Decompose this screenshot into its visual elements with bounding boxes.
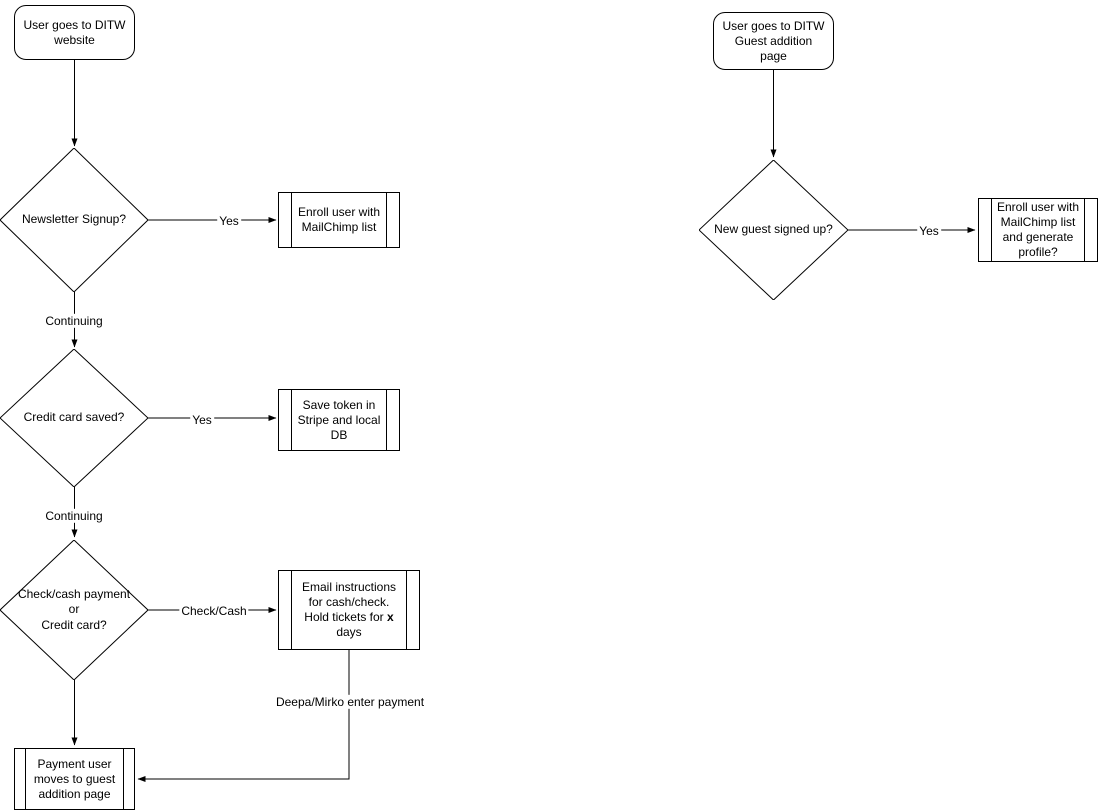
- subroutine-left-bar: [25, 749, 26, 809]
- process-payment-user-moves: Payment user moves to guest addition pag…: [14, 748, 135, 810]
- process-email-instructions: Email instructions for cash/check. Hold …: [278, 570, 420, 650]
- subroutine-left-bar: [291, 571, 292, 649]
- edge-label-yes-right: Yes: [917, 223, 941, 239]
- decision-new-guest-signed-up: New guest signed up?: [699, 160, 848, 300]
- email-label-pre: Email instructions for cash/check. Hold …: [301, 580, 397, 624]
- email-label-post: days: [336, 625, 362, 639]
- process-save-token-label: Save token in Stripe and local DB: [297, 397, 381, 442]
- edge-label-yes-2: Yes: [190, 412, 214, 428]
- start-node-website: User goes to DITW website: [14, 5, 135, 60]
- diamond-shape: [0, 540, 148, 680]
- decision-credit-card-saved-label: Credit card saved?: [23, 410, 125, 425]
- decision-newsletter-signup: Newsletter Signup?: [0, 148, 148, 292]
- start-node-guest-page-label: User goes to DITW Guest addition page: [722, 18, 825, 63]
- process-payment-user-moves-label: Payment user moves to guest addition pag…: [33, 756, 116, 801]
- process-enroll-generate-profile: Enroll user with MailChimp list and gene…: [978, 198, 1098, 262]
- process-enroll-mailchimp-label: Enroll user with MailChimp list: [297, 205, 381, 234]
- decision-new-guest-signed-up-label: New guest signed up?: [714, 222, 833, 237]
- start-node-guest-page: User goes to DITW Guest addition page: [713, 12, 834, 70]
- decision-payment-line3: Credit card?: [41, 617, 107, 632]
- edge-label-yes-1: Yes: [217, 213, 241, 229]
- subroutine-right-bar: [1084, 199, 1085, 261]
- process-enroll-generate-profile-label: Enroll user with MailChimp list and gene…: [996, 200, 1080, 259]
- subroutine-right-bar: [406, 571, 407, 649]
- decision-credit-card-saved: Credit card saved?: [0, 349, 148, 487]
- edge-label-continuing-1: Continuing: [43, 313, 105, 329]
- diamond-shape: [699, 160, 848, 300]
- subroutine-right-bar: [386, 193, 387, 247]
- subroutine-left-bar: [291, 193, 292, 247]
- decision-newsletter-signup-label: Newsletter Signup?: [21, 212, 127, 227]
- edge-label-deepa-mirko: Deepa/Mirko enter payment: [273, 694, 427, 710]
- subroutine-left-bar: [991, 199, 992, 261]
- edge-label-continuing-2: Continuing: [43, 508, 105, 524]
- subroutine-right-bar: [123, 749, 124, 809]
- subroutine-right-bar: [386, 390, 387, 450]
- diamond-shape: [0, 148, 148, 292]
- decision-payment-line2: or: [68, 602, 80, 617]
- decision-payment-line1: Check/cash payment: [17, 586, 131, 601]
- decision-payment-method: Check/cash payment or Credit card?: [0, 540, 148, 680]
- email-label-bold-x: x: [387, 610, 394, 624]
- edge-label-check-cash: Check/Cash: [179, 603, 249, 619]
- process-email-instructions-label: Email instructions for cash/check. Hold …: [279, 578, 419, 642]
- process-save-token: Save token in Stripe and local DB: [278, 389, 400, 451]
- process-enroll-mailchimp: Enroll user with MailChimp list: [278, 192, 400, 248]
- start-node-website-label: User goes to DITW website: [23, 17, 126, 47]
- decision-payment-method-label: Check/cash payment or Credit card?: [0, 540, 148, 680]
- subroutine-left-bar: [291, 390, 292, 450]
- diamond-shape: [0, 349, 148, 487]
